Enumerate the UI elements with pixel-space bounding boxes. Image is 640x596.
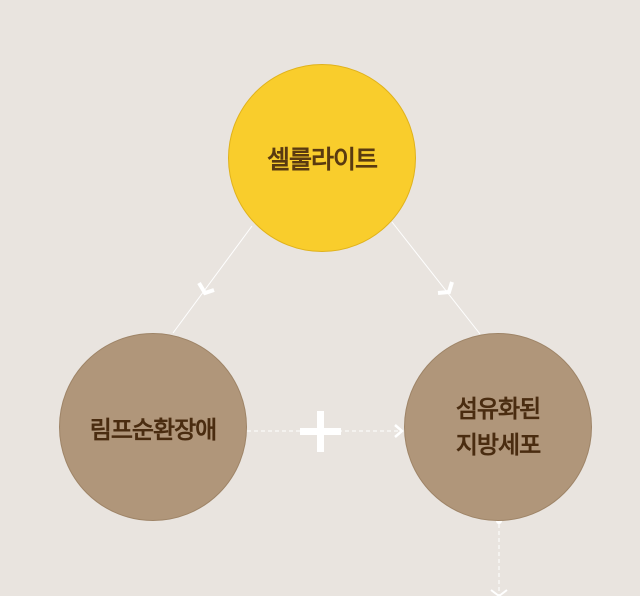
connector-top-to-right xyxy=(391,221,481,335)
chevron-arrow-icon xyxy=(197,281,215,296)
node-cellulite-label: 셀룰라이트 xyxy=(266,145,378,174)
plus-icon xyxy=(300,411,341,452)
node-lymph-circulation: 림프순환장애 xyxy=(59,333,247,521)
node-fibrous-fat-cells-line2: 지방세포 xyxy=(455,431,541,459)
node-fibrous-fat-cells: 섬유화된 지방세포 xyxy=(404,333,592,521)
chevron-arrow-icon xyxy=(394,424,404,438)
connector-top-to-left xyxy=(172,225,253,334)
node-cellulite: 셀룰라이트 xyxy=(228,64,416,252)
chevron-arrow-icon xyxy=(490,589,508,596)
node-fibrous-fat-cells-line1: 섬유화된 xyxy=(455,395,541,423)
chevron-arrow-icon xyxy=(437,281,454,295)
node-lymph-circulation-label: 림프순환장애 xyxy=(89,415,217,444)
